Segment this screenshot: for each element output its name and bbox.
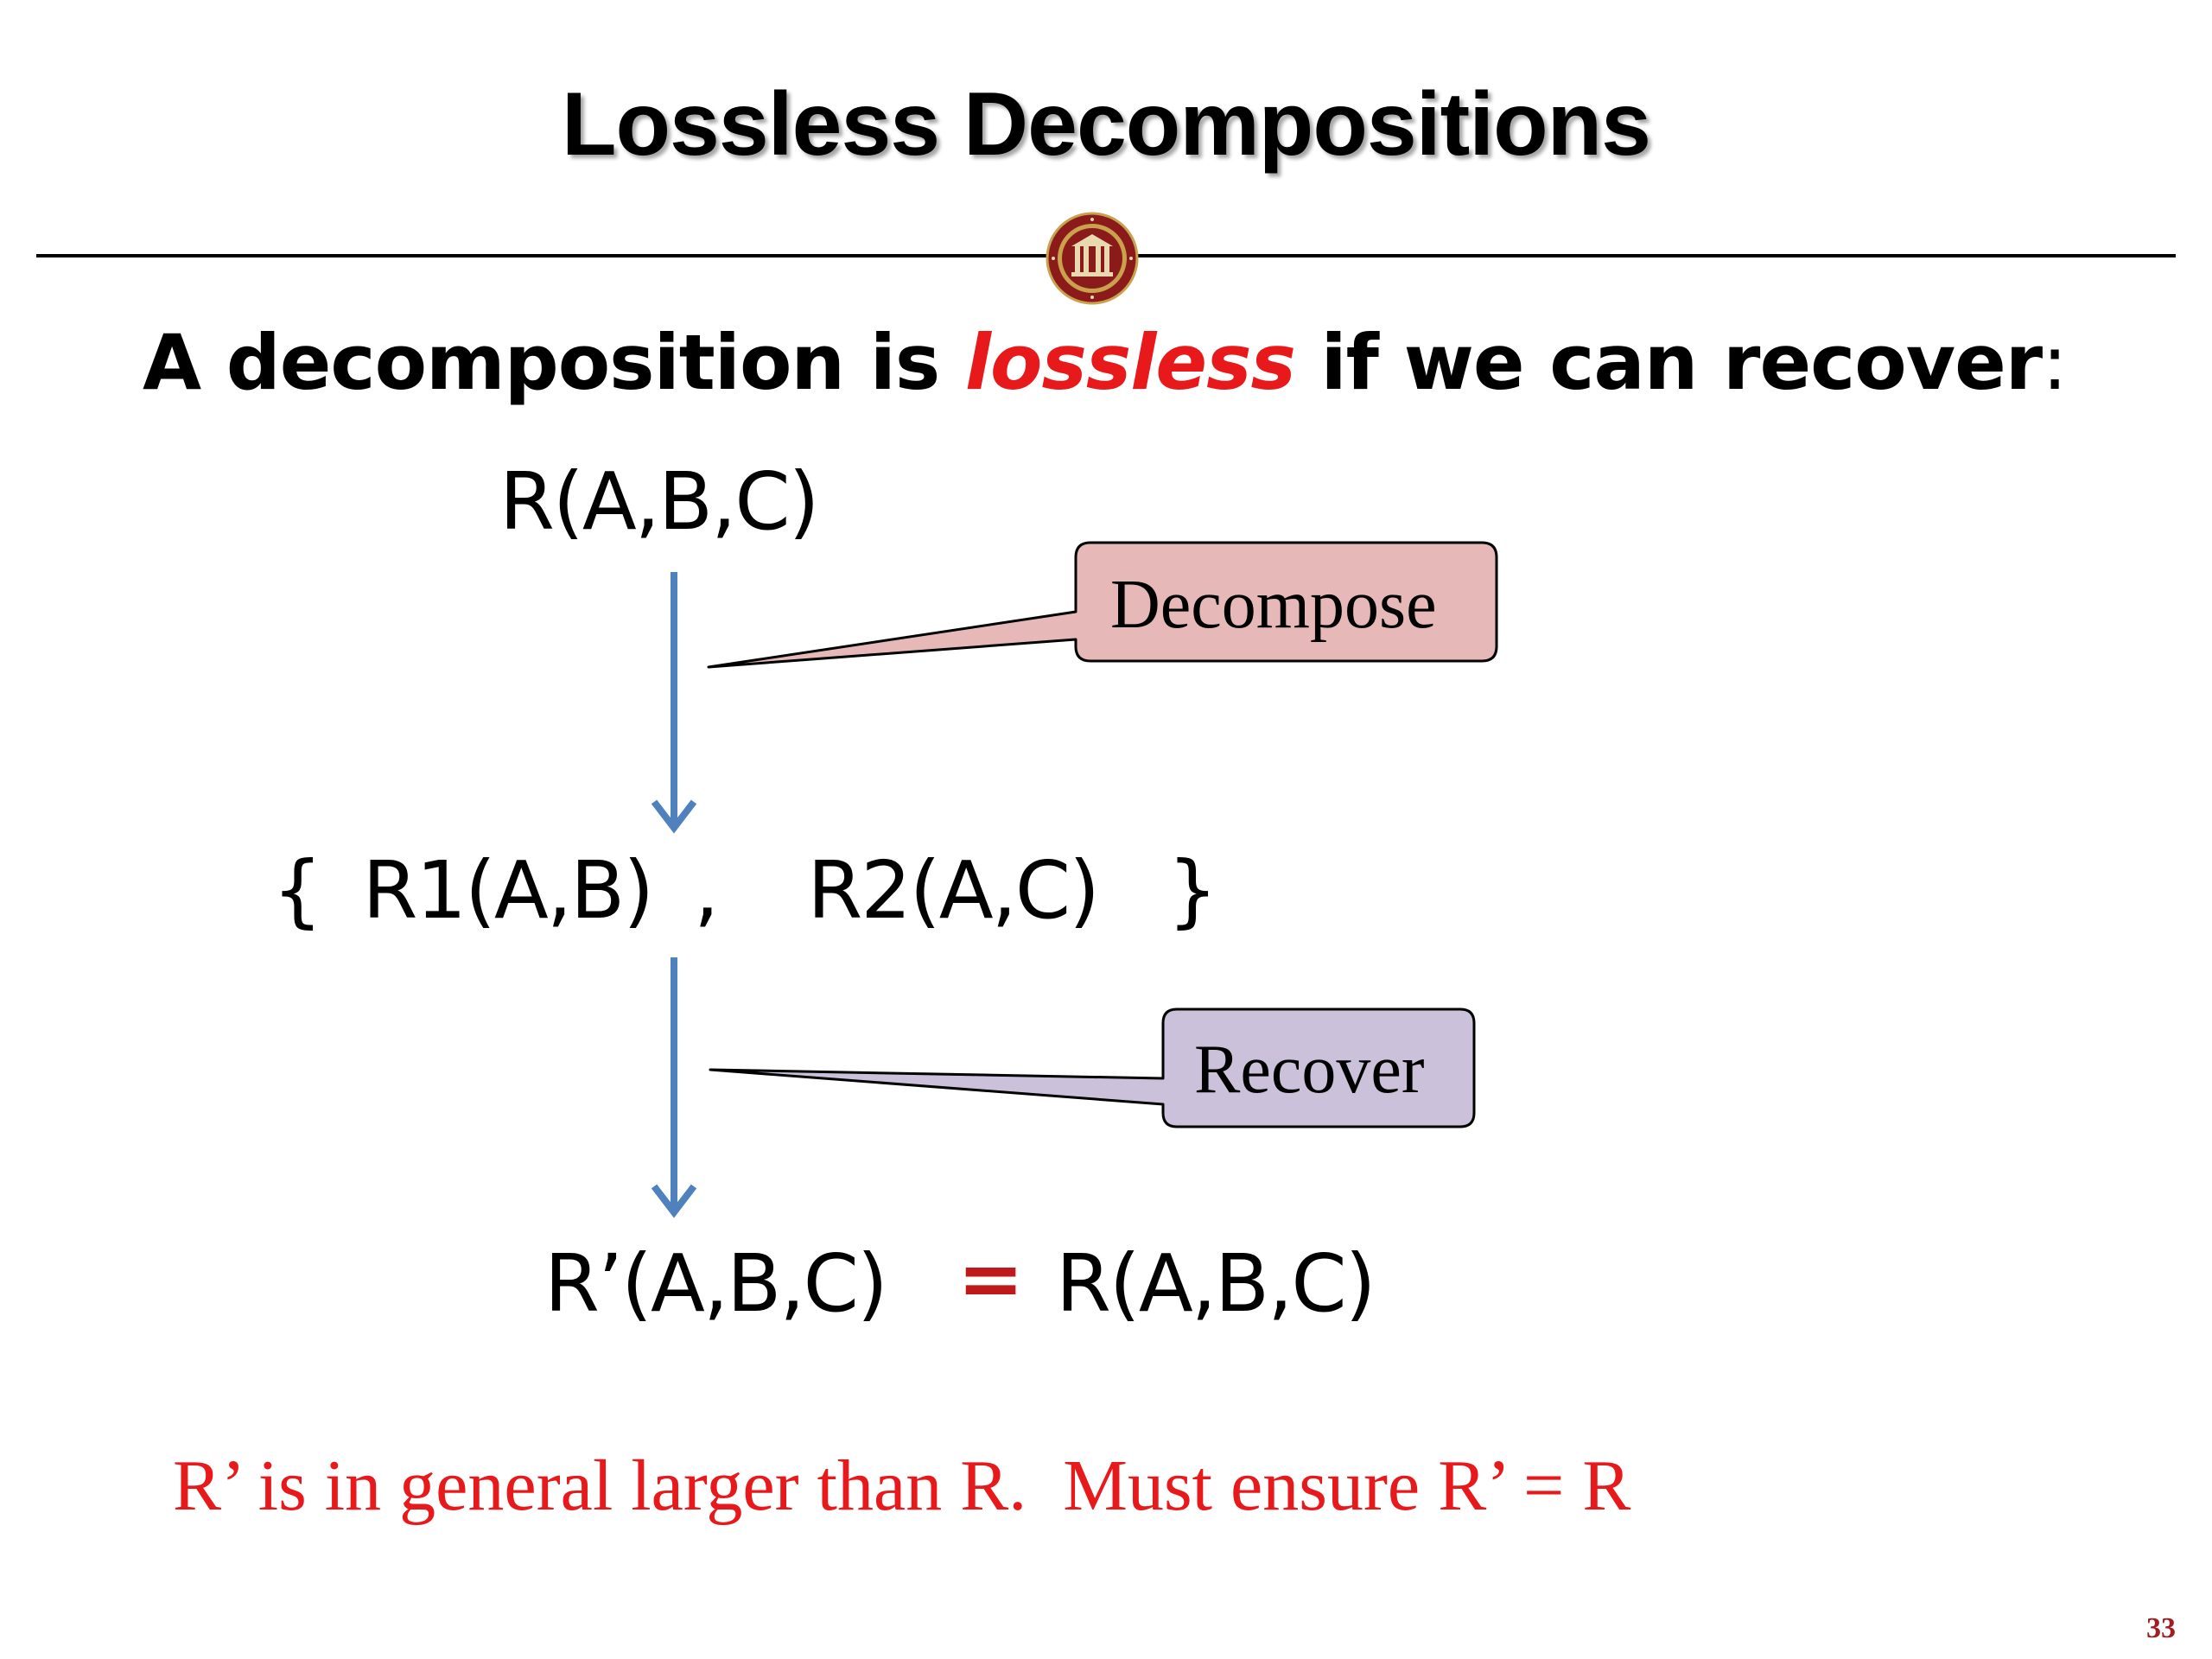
footnote: R’ is in general larger than R. Must ens… [173, 1446, 1631, 1526]
lead-statement: A decomposition is lossless if we can re… [143, 318, 2068, 407]
relation-recovered: R’(A,B,C) [544, 1237, 888, 1330]
decomposition-set: { R1(A,B), R2(A,C)} [272, 844, 1218, 937]
lead-text-after: if we can recover [1294, 318, 2044, 407]
recover-callout [709, 1007, 1476, 1128]
slide-title: Lossless Decompositions [561, 74, 1651, 175]
equals-sign: = [957, 1232, 1024, 1325]
relation-r2: R2(A,C) [807, 844, 1100, 937]
open-brace: { [272, 844, 323, 937]
decompose-callout-label: Decompose [1110, 567, 1437, 643]
relation-r1: R1(A,B) [362, 844, 655, 937]
lead-emphasis: lossless [964, 318, 1296, 407]
relation-top: R(A,B,C) [499, 455, 819, 548]
arrow-down-icon [651, 572, 697, 834]
page-number: 33 [2146, 1612, 2176, 1644]
lead-colon: : [2042, 318, 2068, 407]
university-seal-icon [1046, 212, 1139, 305]
arrow-down-icon [651, 957, 697, 1218]
lead-text-before: A decomposition is [143, 318, 965, 407]
recover-callout-label: Recover [1194, 1032, 1425, 1108]
relation-original: R(A,B,C) [1056, 1237, 1376, 1330]
decompose-callout [707, 541, 1498, 669]
close-brace: } [1167, 844, 1218, 937]
set-comma: , [694, 844, 719, 937]
